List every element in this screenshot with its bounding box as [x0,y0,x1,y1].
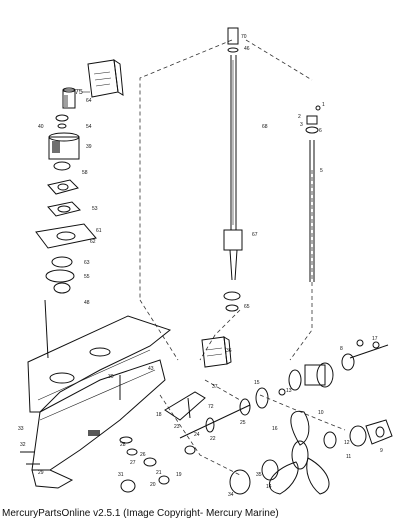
part-number: 72 [208,404,214,410]
part-number: 17 [372,336,378,342]
part-number: 65 [244,304,250,310]
part-number: 23 [174,424,180,430]
parts-kit-box[interactable] [87,58,124,98]
part-number: 39 [86,144,92,150]
part-number: 16 [272,426,278,432]
part-number: 25 [240,420,246,426]
part-number: 68 [262,124,268,130]
part-number: 55 [84,274,90,280]
part-number: 13 [286,388,292,394]
part-number: 61 [96,228,102,234]
part-number: 14 [266,484,272,490]
part-number: 40 [38,124,44,130]
trim-tab[interactable] [164,391,206,421]
part-number: 32 [20,442,26,448]
gear-housing[interactable] [27,315,172,489]
part-number: 27 [130,460,136,466]
part-number: 70 [241,34,247,40]
part-number: 64 [86,98,92,104]
part-number-labels: 70 46 64 1 2 3 6 68 5 67 65 40 54 39 58 … [18,34,383,498]
part-number: 19 [176,472,182,478]
water-pump-stack[interactable] [35,114,97,359]
misc-small-parts[interactable] [20,339,380,493]
part-number: 67 [252,232,258,238]
seal-kit-box[interactable] [201,336,232,368]
part-number: 10 [318,410,324,416]
kit-box-number: 75 [75,89,83,96]
part-number: 20 [150,482,156,488]
exploded-parts-diagram: 75 [18,27,393,498]
part-number: 31 [118,472,124,478]
part-number: 46 [244,46,250,52]
part-number: 54 [86,124,92,130]
part-number: 53 [92,206,98,212]
propeller[interactable] [229,410,393,495]
propeller-shaft-assembly[interactable] [179,344,389,439]
shift-shaft[interactable] [305,105,321,282]
part-number: 11 [346,454,351,460]
part-number: 12 [344,440,350,446]
part-number: 37 [212,384,218,390]
part-number: 5 [320,168,323,174]
part-number: 35 [256,472,262,478]
part-number: 63 [84,260,90,266]
copyright-footer: MercuryPartsOnline v2.5.1 (Image Copyrig… [2,508,279,519]
part-number: 18 [156,412,162,418]
dashed-guide-lines [139,39,346,476]
part-number: 29 [38,470,44,476]
part-number: 28 [120,442,126,448]
part-number: 1 [322,102,325,108]
part-number: 62 [90,239,96,245]
part-number: 58 [82,170,88,176]
part-number: 21 [156,470,162,476]
sleeve-part[interactable] [62,87,76,109]
part-number: 34 [228,492,234,498]
part-number: 36 [226,348,232,354]
part-number: 8 [340,346,343,352]
part-number: 33 [18,426,24,432]
part-number: 3 [300,122,303,128]
part-number: 6 [319,128,322,134]
part-number: 24 [194,432,200,438]
part-number: 26 [140,452,146,458]
part-number: 15 [254,380,260,386]
part-number: 22 [210,436,216,442]
part-number: 48 [84,300,90,306]
part-number: 30 [108,374,114,380]
driveshaft[interactable] [223,27,243,312]
part-number: 9 [380,448,383,454]
part-number: 43 [148,366,154,372]
part-number: 2 [298,114,301,120]
